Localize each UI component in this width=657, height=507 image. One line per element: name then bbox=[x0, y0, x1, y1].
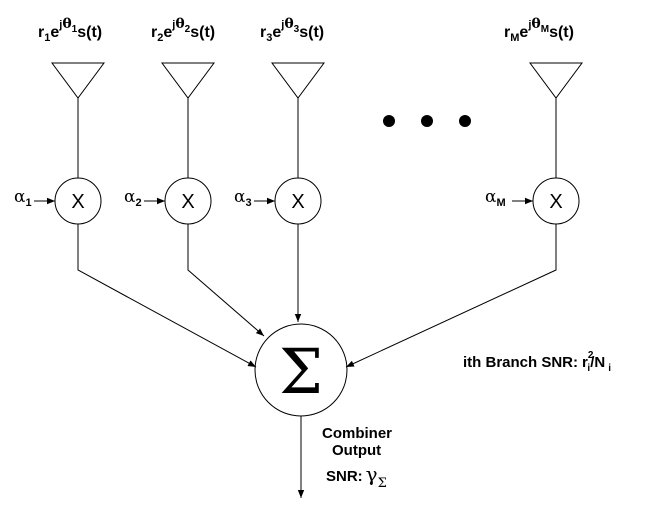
combiner-line1: Combiner bbox=[322, 425, 392, 442]
branch-3: r3ejθ3s(t) X α3 bbox=[234, 16, 325, 322]
summation-node: Σ bbox=[254, 323, 348, 498]
combiner-line2: Output bbox=[332, 442, 381, 459]
branch-m-multiply-symbol: X bbox=[549, 191, 562, 213]
combiner-snr: SNR:γΣ bbox=[326, 462, 387, 491]
branch-2-antenna-icon bbox=[161, 62, 215, 99]
branch-2-weight-label: α2 bbox=[124, 187, 142, 209]
branch-1-signal-label: r1ejθ1s(t) bbox=[38, 16, 102, 44]
branch-1-antenna-icon bbox=[51, 62, 105, 99]
branch-2-to-sum-arrow bbox=[187, 224, 265, 337]
branch-2-signal-label: r2ejθ2s(t) bbox=[151, 16, 215, 44]
branch-m-weight-label: αM bbox=[485, 187, 506, 209]
branch-3-signal-label: r3ejθ3s(t) bbox=[260, 16, 324, 44]
branch-1-to-sum-arrow bbox=[77, 224, 257, 368]
branch-m: rMejθMs(t) X αM bbox=[345, 16, 583, 368]
branch-1-weight-label: α1 bbox=[14, 187, 32, 209]
branch-m-antenna-icon bbox=[529, 62, 583, 99]
branch-2-multiply-symbol: X bbox=[181, 191, 194, 213]
branch-m-to-sum-arrow bbox=[345, 224, 557, 368]
branch-m-signal-label: rMejθMs(t) bbox=[504, 16, 574, 44]
sum-symbol: Σ bbox=[279, 335, 323, 408]
combiner-output-label: Combiner Output SNR:γΣ bbox=[322, 425, 392, 491]
branch-3-multiply-symbol: X bbox=[291, 191, 304, 213]
branch-3-weight-label: α3 bbox=[234, 187, 252, 209]
branch-2: r2ejθ2s(t) X α2 bbox=[124, 16, 265, 337]
ellipsis-dots bbox=[383, 115, 471, 127]
branch-1-multiply-symbol: X bbox=[71, 191, 84, 213]
branch-3-antenna-icon bbox=[271, 62, 325, 99]
branch-1: r1ejθ1s(t) X α1 bbox=[14, 16, 257, 368]
